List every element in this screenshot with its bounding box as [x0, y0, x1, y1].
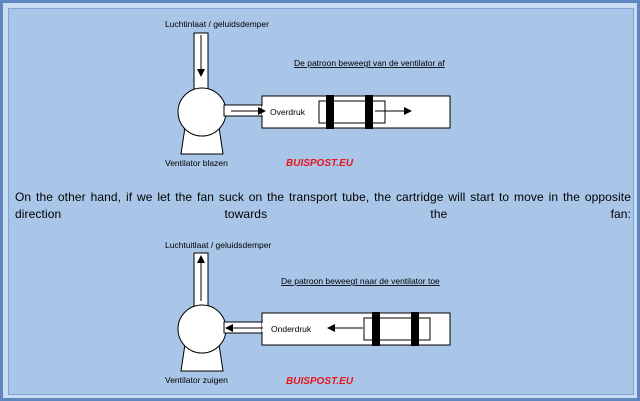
fan-label: Ventilator blazen — [165, 158, 228, 168]
airflow-right-arrow — [231, 107, 266, 115]
air-outlet-label: Luchtuitlaat / geluidsdemper — [165, 240, 271, 250]
cartridge-motion-arrow — [375, 107, 412, 115]
pressure-label: Overdruk — [270, 107, 306, 117]
fan-circle — [177, 87, 227, 137]
airflow-down-arrow — [197, 35, 205, 77]
cartridge-motion-arrow — [327, 324, 363, 332]
diagram-caption: De patroon beweegt van de ventilator af — [294, 58, 445, 68]
body-paragraph: On the other hand, if we let the fan suc… — [15, 190, 631, 221]
logo: BUISPOST.EU — [286, 376, 354, 387]
content-area: Luchtinlaat / geluidsdemper De patroon b… — [8, 8, 634, 395]
fan-label: Ventilator zuigen — [165, 375, 228, 385]
cartridge-band-right — [411, 312, 419, 346]
logo: BUISPOST.EU — [286, 158, 354, 169]
cartridge-band-left — [372, 312, 380, 346]
cartridge-band-right — [365, 95, 373, 129]
fan-circle — [177, 304, 227, 354]
cartridge-band-left — [326, 95, 334, 129]
air-inlet-label: Luchtinlaat / geluidsdemper — [165, 19, 269, 29]
airflow-left-arrow — [225, 324, 263, 332]
diagram-suck: Luchtuitlaat / geluidsdemper De patroon … — [165, 240, 451, 387]
diagram-caption: De patroon beweegt naar de ventilator to… — [281, 276, 440, 286]
diagram-blow: Luchtinlaat / geluidsdemper De patroon b… — [165, 19, 451, 169]
pressure-label: Onderdruk — [271, 324, 312, 334]
airflow-up-arrow — [197, 255, 205, 301]
